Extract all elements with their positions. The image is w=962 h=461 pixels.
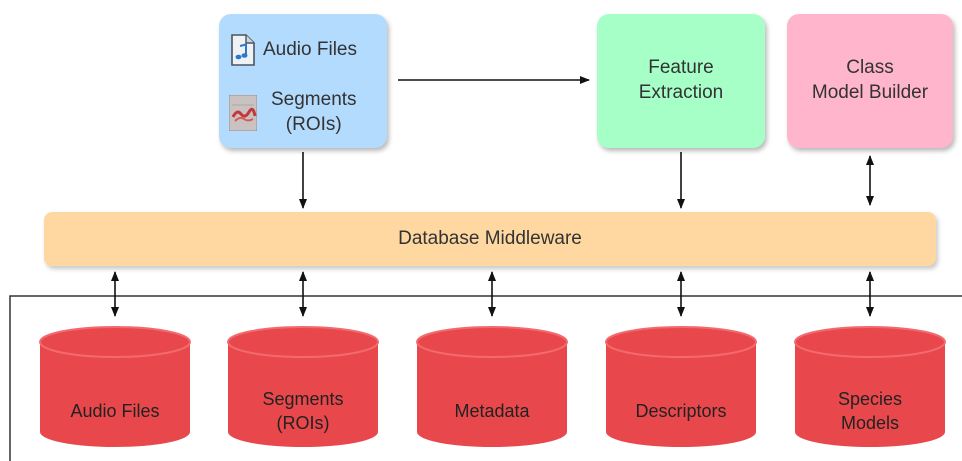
database-label-segments-line2: (ROIs) <box>276 413 330 433</box>
segments-row: Segments (ROIs) <box>229 88 357 137</box>
class-model-builder-line1: Class <box>846 57 894 79</box>
database-label-descriptors: Descriptors <box>606 378 756 444</box>
database-label-audio-line1: Audio Files <box>70 400 160 421</box>
class-model-builder-box: Class Model Builder <box>787 14 953 148</box>
database-label-species-line1: Species <box>837 388 903 409</box>
audio-files-label: Audio Files <box>263 38 357 60</box>
spectrogram-segment-icon <box>229 94 257 131</box>
database-middleware-label: Database Middleware <box>398 228 582 249</box>
feature-extraction-box: Feature Extraction <box>597 14 765 148</box>
database-label-species: Species Models <box>795 378 945 444</box>
database-label-metadata-line1: Metadata <box>454 400 530 421</box>
database-cylinder-segments <box>227 326 379 447</box>
segments-label-line1: Segments <box>271 89 357 110</box>
input-box: Audio Files Segments (ROIs) <box>219 14 387 148</box>
database-cylinder-metadata <box>416 326 568 447</box>
audio-files-row: Audio Files <box>229 34 357 66</box>
database-label-metadata: Metadata <box>417 378 567 444</box>
audio-file-icon <box>231 34 255 66</box>
database-label-segments: Segments (ROIs) <box>228 378 378 444</box>
database-middleware-bar: Database Middleware <box>44 212 936 266</box>
class-model-builder-line2: Model Builder <box>811 82 929 103</box>
storage-boundary <box>9 295 962 461</box>
feature-extraction-line2: Extraction <box>638 82 724 103</box>
database-cylinder-descriptors <box>605 326 757 447</box>
segments-label-line2: (ROIs) <box>285 113 342 135</box>
database-cylinder-species <box>794 326 946 447</box>
database-label-species-line2: Models <box>840 413 900 433</box>
feature-extraction-line1: Feature <box>648 57 714 79</box>
database-label-descriptors-line1: Descriptors <box>635 400 727 421</box>
database-label-segments-line1: Segments <box>262 388 344 409</box>
database-cylinder-audio <box>39 326 191 447</box>
database-label-audio: Audio Files <box>40 378 190 444</box>
segments-label: Segments (ROIs) <box>271 88 357 137</box>
